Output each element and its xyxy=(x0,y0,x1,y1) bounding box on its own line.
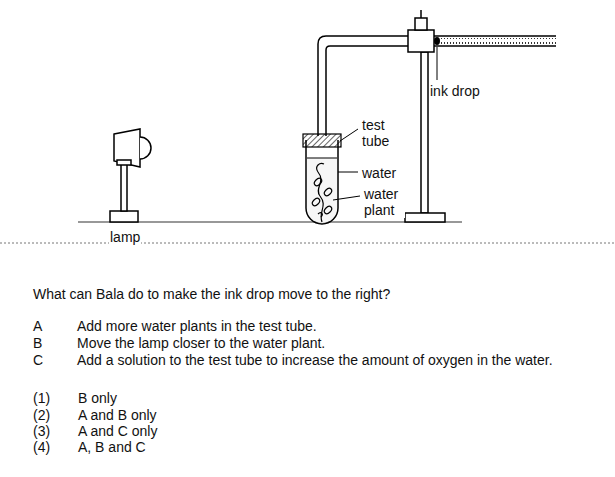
part-label: ink drop xyxy=(429,83,481,99)
option-text: Move the lamp closer to the water plant. xyxy=(77,335,325,351)
ink-drop xyxy=(434,37,440,45)
option-letter: B xyxy=(33,335,42,351)
option-letter: A xyxy=(33,318,42,334)
scale-ruler xyxy=(440,38,556,44)
delivery-tube xyxy=(318,36,556,136)
answer-number: (1) xyxy=(33,390,50,406)
answer-text: A, B and C xyxy=(78,439,146,455)
part-label: test tube xyxy=(361,117,399,149)
part-label: water xyxy=(361,165,397,181)
test-tube xyxy=(303,134,341,224)
answer-text: A and C only xyxy=(78,423,157,439)
water-plant xyxy=(312,163,331,222)
option-letter: C xyxy=(33,352,43,368)
answer-number: (3) xyxy=(33,423,50,439)
part-label: lamp xyxy=(109,229,141,245)
answer-number: (2) xyxy=(33,407,50,423)
answer-text: A and B only xyxy=(78,407,157,423)
answer-text: B only xyxy=(78,390,117,406)
leader-line xyxy=(437,47,438,80)
lamp-figure xyxy=(110,129,151,222)
retort-stand xyxy=(405,10,445,222)
question-text: What can Bala do to make the ink drop mo… xyxy=(33,286,390,302)
leader-lines xyxy=(333,129,360,200)
separator-line xyxy=(0,243,615,244)
answer-number: (4) xyxy=(33,439,50,455)
option-text: Add a solution to the test tube to incre… xyxy=(77,352,553,368)
option-text: Add more water plants in the test tube. xyxy=(77,318,317,334)
part-label: water plant xyxy=(363,186,405,218)
